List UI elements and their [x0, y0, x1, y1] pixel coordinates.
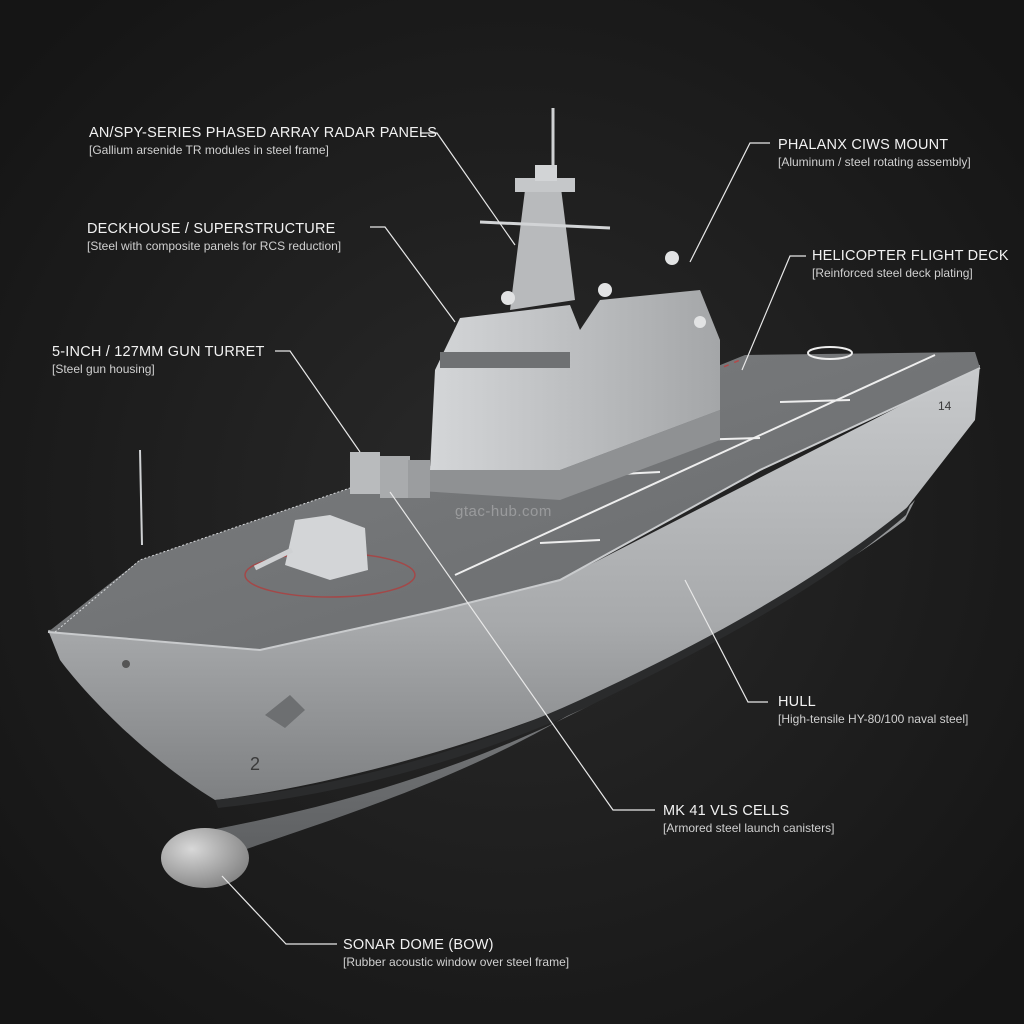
sonar-dome — [161, 828, 249, 888]
callout-hull: HULL [High-tensile HY-80/100 naval steel… — [778, 693, 968, 727]
leader-flightdeck — [741, 255, 806, 371]
callout-title: MK 41 VLS CELLS — [663, 803, 790, 819]
callout-gun: 5-INCH / 127MM GUN TURRET [Steel gun hou… — [52, 343, 265, 377]
callout-title: 5-INCH / 127MM GUN TURRET — [52, 344, 265, 360]
island-base — [405, 410, 720, 500]
leader-lines — [221, 132, 806, 945]
leader-radar — [420, 132, 516, 246]
callout-title: DECKHOUSE / SUPERSTRUCTURE — [87, 221, 336, 237]
leader-vls — [389, 491, 655, 811]
mast-platform — [515, 178, 575, 192]
callout-subtitle: [Rubber acoustic window over steel frame… — [343, 955, 570, 969]
mast-base — [510, 180, 575, 310]
callout-subtitle: [Armored steel launch canisters] — [663, 821, 835, 835]
vls-launchers — [350, 452, 430, 498]
callout-ciws: PHALANX CIWS MOUNT [Aluminum / steel rot… — [778, 136, 971, 170]
flight-deck-surface — [48, 352, 980, 650]
deck-railing — [54, 487, 351, 633]
callout-subtitle: [Steel gun housing] — [52, 362, 155, 376]
callout-title: HELICOPTER FLIGHT DECK — [812, 248, 1009, 264]
callout-flightdeck: HELICOPTER FLIGHT DECK [Reinforced steel… — [812, 247, 1009, 281]
island-superstructure — [430, 290, 720, 470]
callout-radar: AN/SPY-SERIES PHASED ARRAY RADAR PANELS … — [89, 124, 437, 158]
callout-vls: MK 41 VLS CELLS [Armored steel launch ca… — [663, 802, 834, 836]
callout-title: HULL — [778, 694, 816, 710]
gun-turret — [244, 515, 416, 598]
callout-title: SONAR DOME (BOW) — [343, 937, 494, 953]
bridge-windows — [440, 352, 570, 368]
callout-subtitle: [Aluminum / steel rotating assembly] — [778, 155, 971, 169]
leader-hull — [684, 579, 768, 703]
yardarm — [479, 220, 611, 230]
leader-deckhouse — [370, 226, 456, 323]
callout-title: PHALANX CIWS MOUNT — [778, 137, 949, 153]
mast-top — [535, 165, 557, 181]
callout-subtitle: [Reinforced steel deck plating] — [812, 266, 973, 280]
callout-deckhouse: DECKHOUSE / SUPERSTRUCTURE [Steel with c… — [87, 220, 341, 254]
bow-fittings — [122, 449, 305, 728]
callout-subtitle: [High-tensile HY-80/100 naval steel] — [778, 712, 969, 726]
hull-side — [48, 365, 980, 800]
leader-sonar — [221, 875, 337, 945]
deck-markings — [454, 346, 936, 576]
callout-sonar: SONAR DOME (BOW) [Rubber acoustic window… — [343, 936, 569, 970]
callout-subtitle: [Steel with composite panels for RCS red… — [87, 239, 342, 253]
callout-subtitle: [Gallium arsenide TR modules in steel fr… — [89, 143, 329, 157]
hull-number: 14 — [938, 399, 952, 413]
deck-edge — [47, 367, 981, 652]
leader-gun — [275, 350, 361, 453]
radomes — [501, 251, 706, 328]
watermark: gtac-hub.com — [455, 503, 552, 520]
callout-title: AN/SPY-SERIES PHASED ARRAY RADAR PANELS — [89, 125, 438, 141]
lower-hull — [190, 500, 915, 870]
bow-number: 2 — [250, 754, 260, 774]
leader-ciws — [689, 142, 770, 263]
